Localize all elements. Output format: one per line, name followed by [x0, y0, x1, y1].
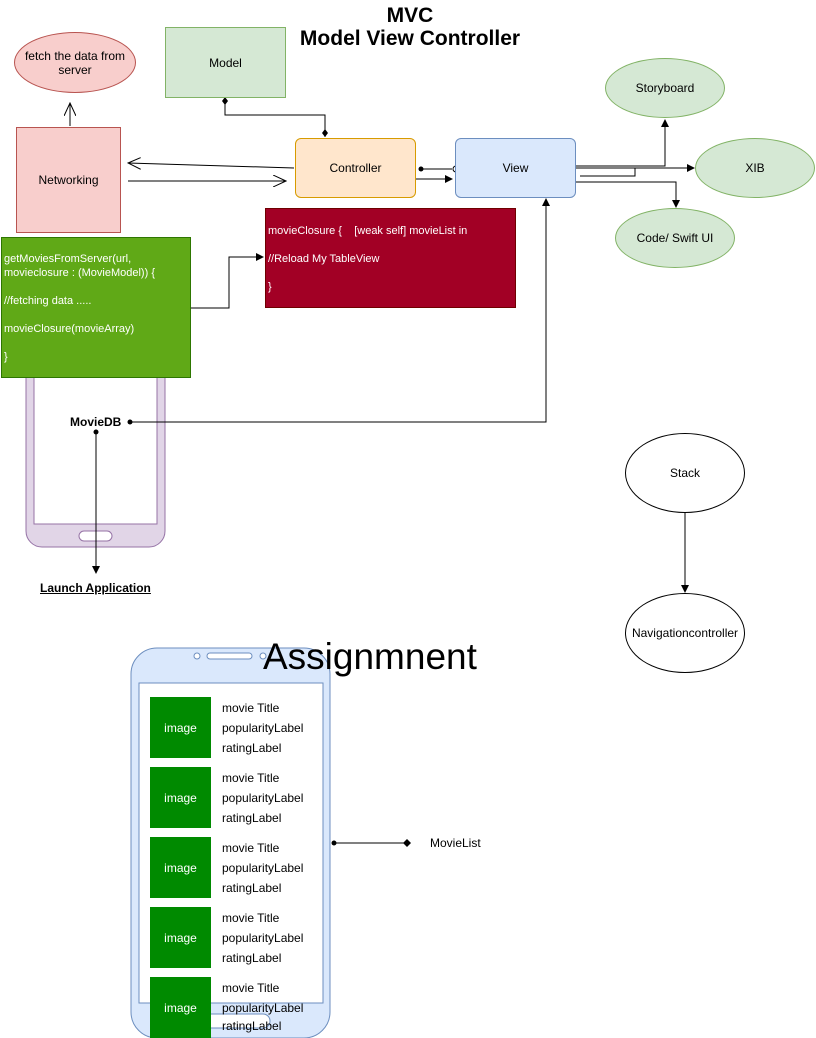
controller-box: Controller: [295, 138, 416, 198]
navigationcontroller-ellipse: Navigationcontroller: [625, 593, 745, 673]
rating-label: ratingLabel: [222, 1019, 282, 1033]
fetch-code-line-1: getMoviesFromServer(url, movieclosure : …: [4, 253, 155, 279]
rating-label: ratingLabel: [222, 881, 282, 895]
storyboard-ellipse: Storyboard: [605, 58, 725, 118]
edge-moviedb-view: [130, 198, 550, 423]
fetch-code-line-2: //fetching data .....: [4, 295, 92, 307]
movie-title-label: movie Title: [222, 911, 280, 925]
networking-box: Networking: [16, 127, 121, 233]
closure-line-1: movieClosure { [weak self] movieList in: [268, 225, 468, 237]
stack-label: Stack: [669, 466, 700, 480]
fetch-code-line-3: movieClosure(movieArray): [4, 323, 135, 335]
edge-green-red: [190, 253, 264, 309]
movie-title-label: movie Title: [222, 701, 280, 715]
fetch-code-block: getMoviesFromServer(url, movieclosure : …: [1, 237, 191, 378]
code-swiftui-label: Code/ Swift UI: [636, 231, 714, 245]
xib-ellipse: XIB: [695, 138, 815, 198]
movie-title-label: movie Title: [222, 981, 280, 995]
view-label: View: [502, 161, 529, 175]
popularity-label: popularityLabel: [222, 861, 304, 875]
launch-application-label: Launch Application: [40, 581, 151, 595]
movie-image: image: [150, 837, 211, 898]
popularity-label: popularityLabel: [222, 1001, 304, 1015]
popularity-label: popularityLabel: [222, 931, 304, 945]
fetch-data-label: fetch the data from server: [24, 48, 126, 77]
model-label: Model: [209, 55, 242, 70]
navigationcontroller-label: Navigationcontroller: [631, 626, 739, 640]
closure-line-3: }: [268, 281, 272, 293]
movie-image: image: [150, 907, 211, 968]
assignment-heading: Assignmnent: [263, 636, 477, 677]
movie-image: image: [150, 767, 211, 828]
closure-line-2: //Reload My TableView: [268, 253, 380, 265]
movielist-label: MovieList: [430, 836, 481, 850]
xib-label: XIB: [745, 161, 765, 175]
popularity-label: popularityLabel: [222, 791, 304, 805]
moviedb-label: MovieDB: [70, 415, 122, 429]
edge-view-code: [576, 181, 680, 208]
movie-image: image: [150, 697, 211, 758]
code-swiftui-ellipse: Code/ Swift UI: [615, 208, 735, 268]
rating-label: ratingLabel: [222, 951, 282, 965]
networking-label: Networking: [38, 173, 99, 187]
movie-title-label: movie Title: [222, 771, 280, 785]
view-box: View: [455, 138, 576, 198]
storyboard-label: Storyboard: [635, 81, 695, 95]
popularity-label: popularityLabel: [222, 721, 304, 735]
title-mvc: MVC: [386, 4, 434, 27]
edge-model-controller: [224, 101, 326, 137]
fetch-code-line-4: }: [4, 351, 8, 363]
rating-label: ratingLabel: [222, 811, 282, 825]
title-model-view-controller: Model View Controller: [299, 27, 521, 50]
movie-title-label: movie Title: [222, 841, 280, 855]
stack-ellipse: Stack: [625, 433, 745, 513]
controller-label: Controller: [329, 161, 382, 175]
movie-image: image: [150, 977, 211, 1038]
fetch-data-ellipse: fetch the data from server: [14, 32, 136, 93]
edge-controller-networking: [128, 163, 295, 168]
diagram-title: MVC Model View Controller: [260, 4, 560, 50]
model-box: Model: [165, 27, 286, 98]
edge-view-storyboard: [576, 119, 669, 167]
closure-code-block: movieClosure { [weak self] movieList in …: [265, 208, 516, 308]
rating-label: ratingLabel: [222, 741, 282, 755]
